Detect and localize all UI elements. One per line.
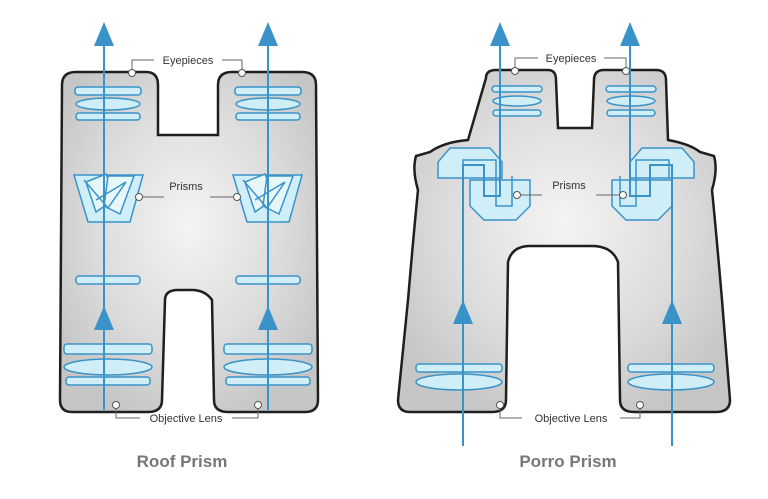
porro-right-prism [611, 147, 695, 221]
roof-objective-label: Objective Lens [150, 413, 223, 425]
porro-eyepieces-leader-right [604, 57, 627, 70]
porro-left-objective-lens [415, 363, 503, 391]
porro-eyepieces-label: Eyepieces [546, 53, 597, 65]
porro-right-mid-arrow [662, 300, 682, 324]
roof-right-top-arrow [258, 22, 278, 46]
roof-objective-leader-right [232, 405, 259, 419]
roof-left-prism [72, 173, 144, 223]
porro-objective-left-dot [496, 401, 504, 409]
roof-left-top-arrow [94, 22, 114, 46]
porro-left-mid-arrow [453, 300, 473, 324]
porro-eyepieces-leader-left [514, 57, 538, 70]
roof-eyepieces-leader [131, 59, 154, 72]
porro-left-eyepiece-lenses [491, 85, 543, 117]
roof-left-mid-arrow [94, 306, 114, 330]
roof-eyepieces-leader-right [222, 59, 243, 72]
porro-right-top-arrow [620, 22, 640, 46]
roof-left-focus-lens [75, 275, 141, 285]
roof-binocular-body [58, 70, 320, 414]
porro-objective-right-dot [636, 401, 644, 409]
porro-prism-right-dot [619, 191, 627, 199]
roof-objective-right-dot [254, 401, 262, 409]
roof-objective-left-dot [112, 401, 120, 409]
roof-eyepieces-label: Eyepieces [163, 55, 214, 67]
porro-prism-caption: Porro Prism [519, 452, 616, 471]
porro-objective-leader-left [499, 405, 522, 419]
porro-eyepiece-right-dot [622, 67, 630, 75]
porro-left-light-path [462, 38, 501, 446]
porro-eyepiece-left-dot [511, 67, 519, 75]
roof-prism-left-dot [135, 193, 143, 201]
roof-prisms-label: Prisms [169, 181, 203, 193]
roof-prism-right-dot [233, 193, 241, 201]
porro-right-light-path [629, 38, 673, 446]
roof-eyepiece-left-dot [128, 69, 136, 77]
porro-binocular-body [396, 68, 732, 414]
porro-objective-leader-right [620, 405, 641, 419]
roof-prism-binocular: Eyepieces Prisms Objective Lens Roof Pri… [58, 22, 320, 471]
roof-objective-leader-left [115, 405, 140, 419]
roof-eyepiece-right-dot [238, 69, 246, 77]
porro-objective-label: Objective Lens [535, 413, 608, 425]
roof-left-eyepiece-lenses [74, 86, 142, 121]
porro-left-top-arrow [490, 22, 510, 46]
roof-left-objective-lens [63, 343, 153, 386]
roof-prism-caption: Roof Prism [137, 452, 228, 471]
porro-prism-binocular: Eyepieces Prisms Objective Lens Porro Pr… [396, 22, 732, 471]
porro-prism-left-dot [513, 191, 521, 199]
porro-prisms-label: Prisms [552, 180, 586, 192]
roof-right-mid-arrow [258, 306, 278, 330]
